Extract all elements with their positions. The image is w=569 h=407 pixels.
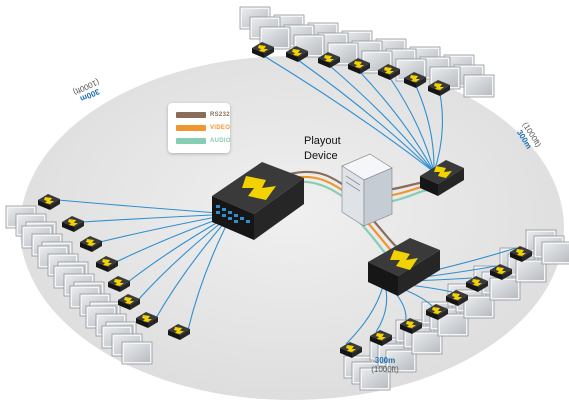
receiver-unit <box>168 324 190 340</box>
receiver-unit <box>340 342 362 358</box>
legend-label-rs232: RS232 <box>210 112 230 118</box>
distance-bottom-metric: 300m <box>374 356 396 365</box>
display-screen <box>121 341 153 365</box>
cat-cable <box>415 85 435 173</box>
cat-cable <box>263 55 435 173</box>
receiver-unit <box>426 304 448 320</box>
receiver-units <box>38 42 532 358</box>
receiver-unit <box>348 58 370 74</box>
receiver-unit <box>404 72 426 88</box>
receiver-unit <box>252 42 274 58</box>
receiver-unit <box>428 80 450 96</box>
cat-cable <box>329 65 435 173</box>
receiver-unit <box>38 194 60 210</box>
receiver-unit <box>96 256 118 272</box>
receiver-unit <box>80 236 102 252</box>
display-screen <box>463 74 495 98</box>
display-screen <box>463 295 495 319</box>
receiver-unit <box>62 216 84 232</box>
display-screen <box>385 349 417 373</box>
range-zone <box>20 56 564 400</box>
receiver-unit <box>118 294 140 310</box>
legend-swatch-rs232 <box>176 112 206 118</box>
hub-left <box>212 162 304 240</box>
legend-item-rs232: RS232 <box>176 110 230 120</box>
hub-bottom-right <box>368 238 440 296</box>
display-screen <box>437 313 469 337</box>
legend-swatch-audio <box>176 138 206 144</box>
display-screen <box>515 259 547 283</box>
legend-item-video: VIDEO <box>176 123 230 133</box>
cat-cable <box>359 71 435 173</box>
receiver-unit <box>318 52 340 68</box>
legend-label-video: VIDEO <box>210 125 231 131</box>
playout-device-label: Playout Device <box>304 134 364 164</box>
display-screen <box>541 241 569 265</box>
cat-cable <box>433 93 443 173</box>
playout-label-line2: Device <box>304 150 338 162</box>
cat-cable <box>57 199 233 215</box>
legend-label-audio: AUDIO <box>210 138 231 144</box>
display-screen <box>411 331 443 355</box>
playout-device-icon <box>341 153 393 227</box>
receiver-unit <box>108 276 130 292</box>
distance-label-bottom: 300m (1000ft) <box>360 356 410 374</box>
receiver-unit <box>510 246 532 262</box>
legend-item-audio: AUDIO <box>176 136 231 146</box>
hub-right <box>420 160 464 196</box>
receiver-unit <box>490 264 512 280</box>
cat-cable <box>389 77 435 173</box>
display-screen <box>259 26 291 50</box>
display-screen <box>489 277 521 301</box>
legend-swatch-video <box>176 125 206 131</box>
receiver-unit <box>400 318 422 334</box>
distance-bottom-imperial: (1000ft) <box>371 365 399 374</box>
cat-cable <box>297 59 435 173</box>
receiver-unit <box>286 46 308 62</box>
playout-label-line1: Playout <box>304 135 341 147</box>
receiver-unit <box>370 330 392 346</box>
receiver-unit <box>136 312 158 328</box>
receiver-unit <box>446 290 468 306</box>
cable-legend: RS232 VIDEO AUDIO <box>168 103 231 153</box>
receiver-unit <box>378 64 400 80</box>
display-screen <box>327 42 359 66</box>
receiver-unit <box>466 276 488 292</box>
display-screen <box>359 367 391 391</box>
